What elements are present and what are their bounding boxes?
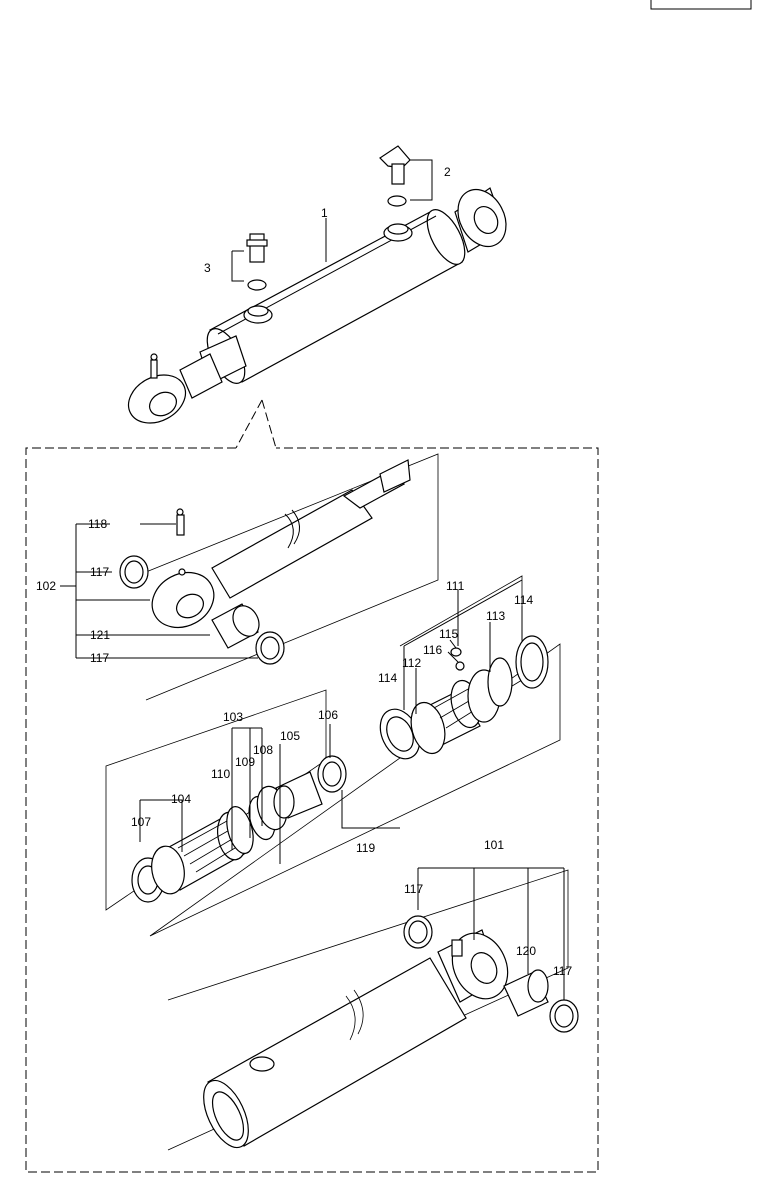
label-118: 118 (88, 517, 107, 531)
label-3: 3 (204, 261, 211, 275)
cylinder-assembly (127, 145, 507, 449)
label-106: 106 (318, 708, 338, 722)
label-117b: 117 (90, 651, 109, 665)
label-111: 111 (446, 579, 465, 593)
label-105: 105 (280, 729, 300, 743)
rod-subassembly (60, 453, 439, 701)
label-102: 102 (36, 579, 56, 593)
piston-subassembly (379, 575, 549, 760)
tube-subassembly (167, 867, 579, 1151)
label-117c: 117 (404, 882, 423, 896)
label-114b: 114 (378, 671, 397, 685)
part-labels: 1 2 3 118 117 102 121 117 111 114 113 11… (36, 165, 572, 978)
label-115: 115 (439, 627, 458, 641)
label-117a: 117 (90, 565, 109, 579)
label-120: 120 (516, 944, 536, 958)
label-101: 101 (484, 838, 504, 852)
label-113: 113 (486, 609, 505, 623)
label-119: 119 (356, 841, 375, 855)
label-108: 108 (253, 743, 273, 757)
label-112: 112 (402, 656, 421, 670)
label-110: 110 (211, 767, 230, 781)
label-103: 103 (223, 710, 243, 724)
exploded-view-frame (25, 447, 599, 1173)
label-109: 109 (235, 755, 255, 769)
label-2: 2 (444, 165, 451, 179)
label-107: 107 (131, 815, 151, 829)
label-114a: 114 (514, 593, 533, 607)
page-number-box (650, 0, 752, 10)
label-104: 104 (171, 792, 191, 806)
label-121: 121 (90, 628, 110, 642)
gland-subassembly (105, 643, 561, 937)
label-117d: 117 (553, 964, 572, 978)
label-116: 116 (423, 643, 442, 657)
label-1: 1 (321, 206, 328, 220)
